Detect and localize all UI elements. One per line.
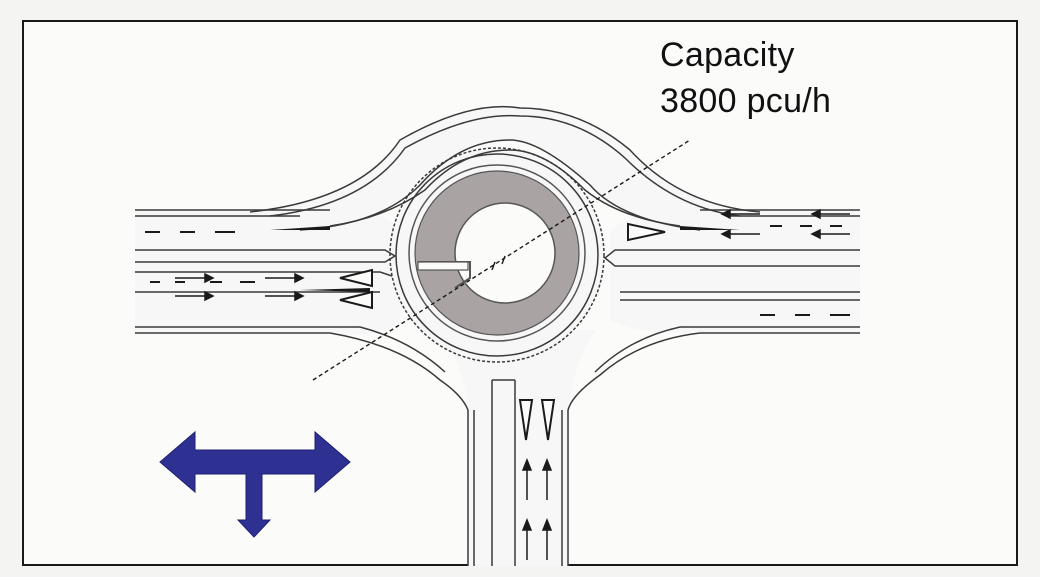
west-lane-arrow-4 <box>175 272 215 284</box>
give-way-west-1 <box>339 268 373 288</box>
east-lane-arrow-2 <box>810 208 850 220</box>
give-way-south-1 <box>518 399 534 441</box>
t-junction-arrow-icon <box>159 430 351 538</box>
capacity-value: 3800 pcu/h <box>660 82 832 120</box>
south-lane-arrow-2 <box>541 457 553 500</box>
capacity-label: Capacity <box>660 36 795 74</box>
south-lane-arrow-1 <box>521 457 533 500</box>
give-way-south-2 <box>540 399 556 441</box>
give-way-east <box>627 222 666 242</box>
lane-arrows <box>175 208 850 560</box>
give-way-triangles <box>339 222 666 441</box>
lane-markings <box>145 225 850 316</box>
north-bypass <box>250 106 760 230</box>
south-lane-arrow-3 <box>521 517 533 560</box>
west-lane-arrow-2 <box>265 290 305 302</box>
road-edges <box>135 105 860 566</box>
south-arm <box>440 330 595 566</box>
give-way-west-2 <box>339 290 373 310</box>
south-lane-arrow-4 <box>541 517 553 560</box>
west-lane-arrow-3 <box>175 290 215 302</box>
east-lane-arrow-1 <box>720 208 760 220</box>
east-lane-arrow-3 <box>720 228 760 240</box>
east-arm <box>610 209 860 334</box>
capacity-section-line <box>312 139 691 381</box>
west-lane-arrow-1 <box>265 272 305 284</box>
east-lane-arrow-4 <box>810 228 850 240</box>
central-island <box>408 164 586 342</box>
section-ticks <box>491 255 506 271</box>
ring-edges <box>389 147 605 363</box>
taper-wedges <box>270 226 740 292</box>
